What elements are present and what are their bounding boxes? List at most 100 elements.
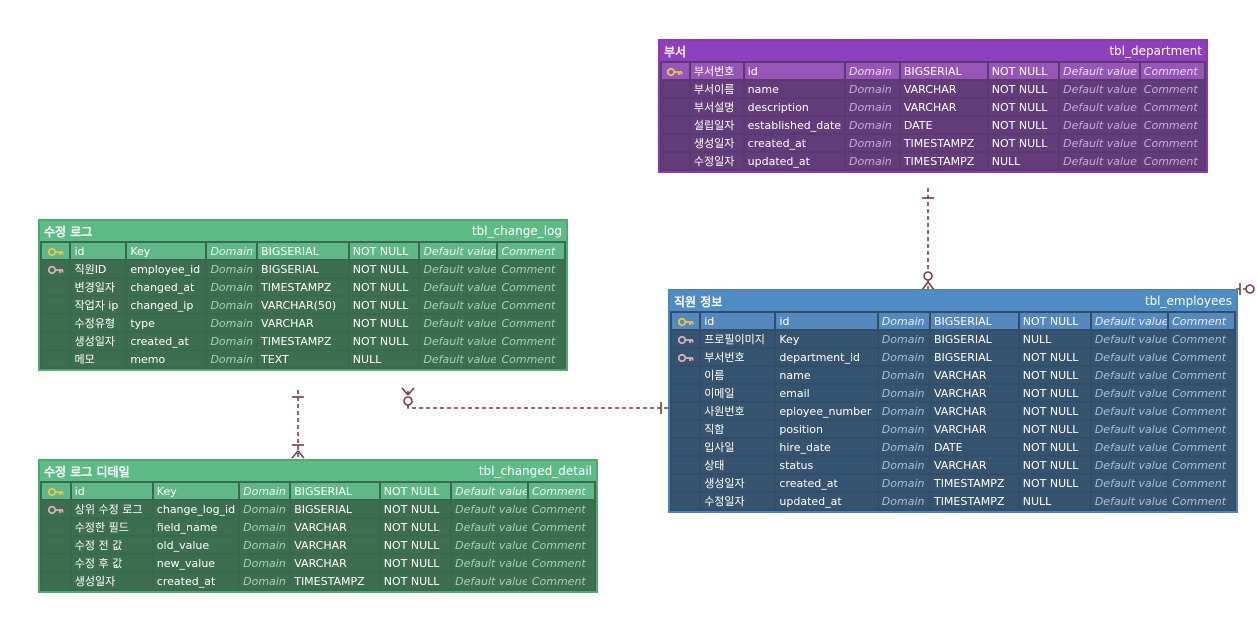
entity-header[interactable]: 수정 로그 tbl_change_log	[40, 221, 566, 241]
column-default: Default value	[420, 297, 497, 313]
column-label: 수정유형	[71, 315, 126, 331]
column-name: updated_at	[744, 153, 845, 169]
entity-header[interactable]: 수정 로그 디테일 tbl_changed_detail	[40, 461, 596, 481]
column-name: eployee_number	[776, 403, 877, 419]
column-comment: Comment	[528, 501, 594, 517]
column-comment: Comment	[528, 537, 594, 553]
key-cell	[42, 351, 70, 367]
column-type: TIMESTAMPZ	[930, 493, 1018, 509]
column-nullable: NULL	[1019, 493, 1090, 509]
column-domain: Domain	[846, 63, 899, 79]
column-domain: Domain	[878, 313, 929, 329]
column-domain: Domain	[240, 501, 290, 517]
column-type: VARCHAR	[291, 537, 379, 553]
column-name: new_value	[153, 555, 239, 571]
column-label: id	[701, 313, 775, 329]
column-label: 메모	[71, 351, 126, 367]
column-name: name	[776, 367, 877, 383]
key-cell	[672, 367, 700, 383]
column-type: TIMESTAMPZ	[291, 573, 379, 589]
column-domain: Domain	[240, 573, 290, 589]
column-domain: Domain	[878, 475, 929, 491]
primary-key-icon	[677, 317, 694, 327]
entity-label: 직원 정보	[674, 294, 723, 309]
foreign-key-icon	[47, 505, 64, 515]
key-cell	[662, 135, 689, 151]
column-nullable: NOT NULL	[380, 519, 451, 535]
key-cell	[672, 313, 700, 329]
column-comment: Comment	[498, 297, 564, 313]
entity-label: 수정 로그 디테일	[44, 464, 130, 479]
column-name: established_date	[744, 117, 845, 133]
column-type: TEXT	[258, 351, 348, 367]
entity-header[interactable]: 부서 tbl_department	[660, 41, 1206, 61]
column-default: Default value	[452, 555, 527, 571]
column-nullable: NOT NULL	[349, 297, 419, 313]
key-cell	[42, 261, 70, 277]
key-cell	[662, 153, 689, 169]
column-comment: Comment	[528, 519, 594, 535]
column-domain: Domain	[878, 367, 929, 383]
column-nullable: NOT NULL	[380, 501, 451, 517]
entity-header[interactable]: 직원 정보 tbl_employees	[670, 291, 1236, 311]
column-domain: Domain	[207, 315, 257, 331]
column-default: Default value	[1091, 403, 1168, 419]
column-nullable: NOT NULL	[349, 333, 419, 349]
column-nullable: NOT NULL	[1019, 457, 1090, 473]
column-nullable: NOT NULL	[1019, 349, 1090, 365]
column-nullable: NOT NULL	[1019, 439, 1090, 455]
column-name: hire_date	[776, 439, 877, 455]
key-cell	[42, 297, 70, 313]
column-default: Default value	[1091, 313, 1168, 329]
column-nullable: NULL	[1019, 331, 1090, 347]
column-type: BIGSERIAL	[930, 349, 1018, 365]
column-name: changed_ip	[127, 297, 206, 313]
column-default: Default value	[420, 351, 497, 367]
column-label: 수정한 필드	[71, 519, 152, 535]
entity-label: 수정 로그	[44, 224, 93, 239]
column-label: 프로필이미지	[701, 331, 775, 347]
column-name: created_at	[127, 333, 206, 349]
column-type: BIGSERIAL	[291, 501, 379, 517]
column-comment: Comment	[498, 243, 564, 259]
column-type: DATE	[930, 439, 1018, 455]
foreign-key-icon	[677, 353, 694, 363]
